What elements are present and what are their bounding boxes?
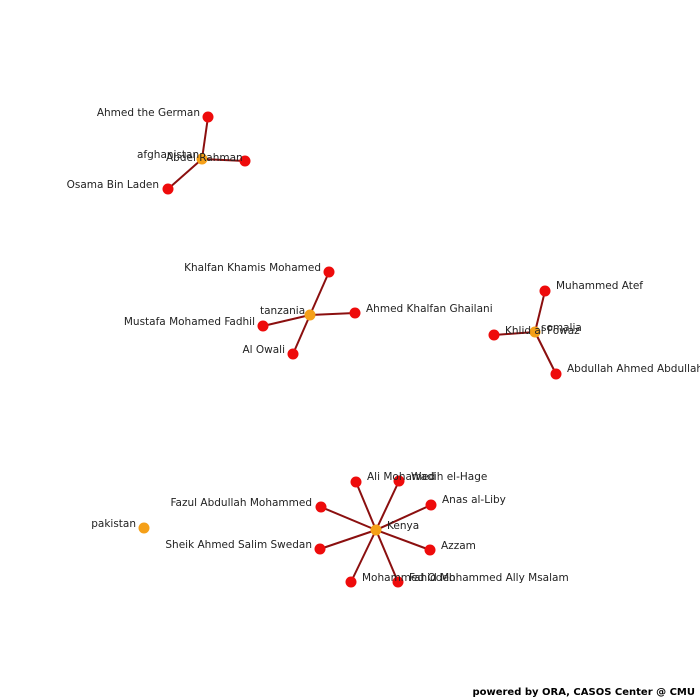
node-label-msalam: Fahid Mohammed Ally Msalam	[409, 572, 569, 584]
edge-kenya-ali-mohamed	[355, 481, 377, 531]
node-label-muhammed-atef: Muhammed Atef	[556, 280, 643, 292]
node-abdullah-ahmed[interactable]	[550, 368, 562, 380]
edge-somalia-muhammed-atef	[534, 290, 546, 333]
node-label-mustafa-fadhil: Mustafa Mohamed Fadhil	[124, 316, 255, 328]
edge-kenya-sheik-swedan	[319, 529, 377, 550]
edge-somalia-abdullah-ahmed	[534, 331, 557, 375]
node-ali-mohamed[interactable]	[350, 476, 362, 488]
node-mustafa-fadhil[interactable]	[257, 320, 269, 332]
node-fazul[interactable]	[315, 501, 327, 513]
node-label-azzam: Azzam	[441, 540, 476, 552]
edge-somalia-khlid-fowaz	[493, 331, 536, 336]
node-label-ali-mohamed: Ali Mohamed	[367, 471, 435, 483]
node-label-mohammed-odeh: Mohammed Odeh	[362, 572, 456, 584]
edge-tanzania-al-owali	[292, 314, 311, 355]
edge-tanzania-mustafa-fadhil	[262, 314, 311, 327]
node-label-fazul: Fazul Abdullah Mohammed	[170, 497, 312, 509]
node-abdel-rahman[interactable]	[239, 155, 251, 167]
footer-credit: powered by ORA, CASOS Center @ CMU	[472, 687, 695, 698]
edge-kenya-wadih	[375, 480, 400, 531]
node-azzam[interactable]	[424, 544, 436, 556]
edge-afghanistan-ahmed-german	[201, 116, 209, 160]
node-muhammed-atef[interactable]	[539, 285, 551, 297]
node-kenya[interactable]	[370, 524, 382, 536]
edge-kenya-mohammed-odeh	[350, 529, 377, 583]
edge-kenya-fazul	[320, 506, 377, 531]
node-label-tanzania: tanzania	[260, 305, 305, 317]
node-label-anas: Anas al-Liby	[442, 494, 506, 506]
node-pakistan[interactable]	[138, 522, 150, 534]
node-al-owali[interactable]	[287, 348, 299, 360]
edge-kenya-azzam	[375, 529, 431, 551]
edge-layer	[167, 116, 557, 583]
edge-kenya-anas	[375, 504, 432, 531]
node-osama[interactable]	[162, 183, 174, 195]
node-somalia[interactable]	[529, 326, 541, 338]
node-label-ahmed-ghailani: Ahmed Khalfan Ghailani	[366, 303, 493, 315]
node-tanzania[interactable]	[304, 309, 316, 321]
node-label-somalia: somalia	[541, 322, 582, 334]
node-label-wadih: Wadih el-Hage	[411, 471, 487, 483]
node-label-ahmed-german: Ahmed the German	[97, 107, 200, 119]
node-ahmed-german[interactable]	[202, 111, 214, 123]
node-layer	[138, 111, 562, 588]
node-khalfan-khamis[interactable]	[323, 266, 335, 278]
node-label-khalfan-khamis: Khalfan Khamis Mohamed	[184, 262, 321, 274]
node-label-afghanistan: afghanistan	[137, 149, 199, 161]
edge-kenya-msalam	[375, 529, 399, 583]
node-label-abdullah-ahmed: Abdullah Ahmed Abdullah	[567, 363, 700, 375]
node-label-sheik-swedan: Sheik Ahmed Salim Swedan	[165, 539, 312, 551]
node-khlid-fowaz[interactable]	[488, 329, 500, 341]
node-label-osama: Osama Bin Laden	[67, 179, 159, 191]
node-label-pakistan: pakistan	[91, 518, 136, 530]
node-label-abdel-rahman: Abdel Rahman	[166, 152, 243, 164]
node-mohammed-odeh[interactable]	[345, 576, 357, 588]
edge-afghanistan-abdel-rahman	[201, 158, 246, 162]
node-wadih[interactable]	[393, 475, 405, 487]
edge-tanzania-ahmed-ghailani	[309, 312, 356, 316]
node-anas[interactable]	[425, 499, 437, 511]
node-label-al-owali: Al Owali	[242, 344, 285, 356]
node-ahmed-ghailani[interactable]	[349, 307, 361, 319]
node-label-kenya: Kenya	[387, 520, 419, 532]
edge-afghanistan-osama	[167, 158, 203, 190]
node-label-khlid-fowaz: Khlid al Fowaz	[505, 325, 580, 337]
node-sheik-swedan[interactable]	[314, 543, 326, 555]
edge-tanzania-khalfan-khamis	[309, 271, 330, 316]
node-afghanistan[interactable]	[196, 153, 208, 165]
node-msalam[interactable]	[392, 576, 404, 588]
